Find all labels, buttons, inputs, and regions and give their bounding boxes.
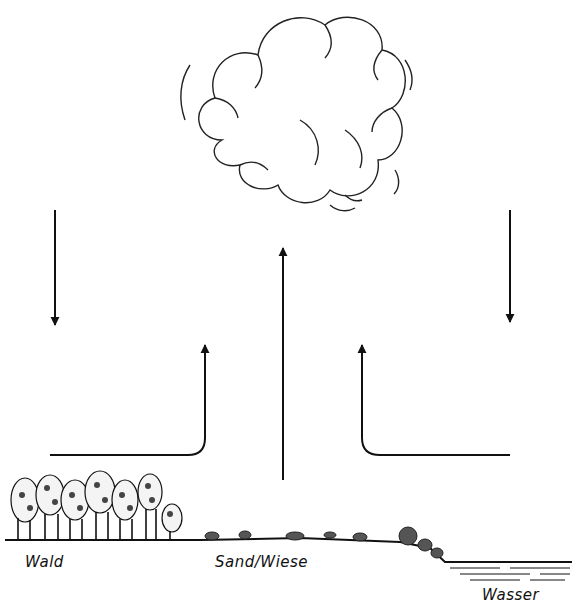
- airflow-arrows: [50, 210, 510, 480]
- cumulus-cloud: [181, 17, 412, 210]
- forest-trees: [11, 471, 182, 540]
- water-hatching: [450, 568, 570, 580]
- terrain-label: Wasser: [482, 586, 539, 604]
- terrain-label: Wald: [25, 553, 64, 571]
- terrain-label: Sand/Wiese: [215, 553, 308, 571]
